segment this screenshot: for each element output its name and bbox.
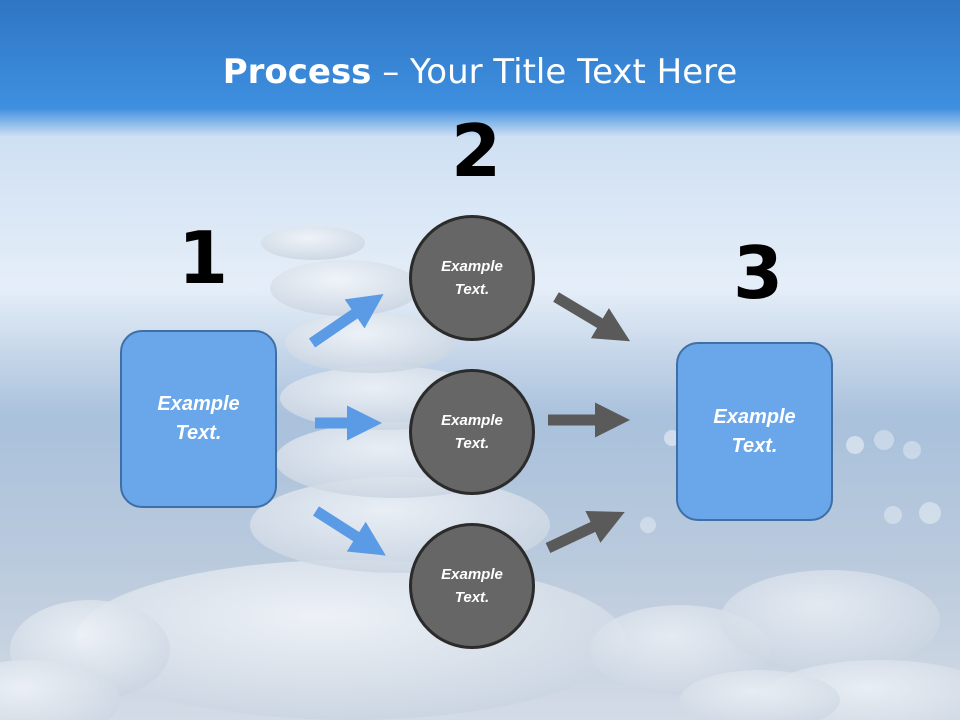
step2-text-top: Example Text. [441, 258, 503, 298]
step1-text: Example Text. [157, 393, 240, 444]
step3-text: Example Text. [713, 405, 796, 457]
step3-box: Example Text. [676, 342, 833, 521]
step2-circle-bottom: Example Text. [409, 523, 535, 649]
step2-text-bottom: Example Text. [441, 566, 503, 606]
step2-text-middle: Example Text. [441, 412, 503, 452]
slide-title: Process – Your Title Text Here [0, 52, 960, 92]
step1-box: Example Text. [120, 330, 277, 508]
title-bold: Process [222, 52, 372, 92]
step-number-3: 3 [733, 231, 784, 315]
step-number-2: 2 [451, 109, 502, 193]
title-rest: – Your Title Text Here [371, 52, 738, 92]
step2-circle-middle: Example Text. [409, 369, 535, 495]
step-number-1: 1 [178, 216, 229, 300]
step2-circle-top: Example Text. [409, 215, 535, 341]
